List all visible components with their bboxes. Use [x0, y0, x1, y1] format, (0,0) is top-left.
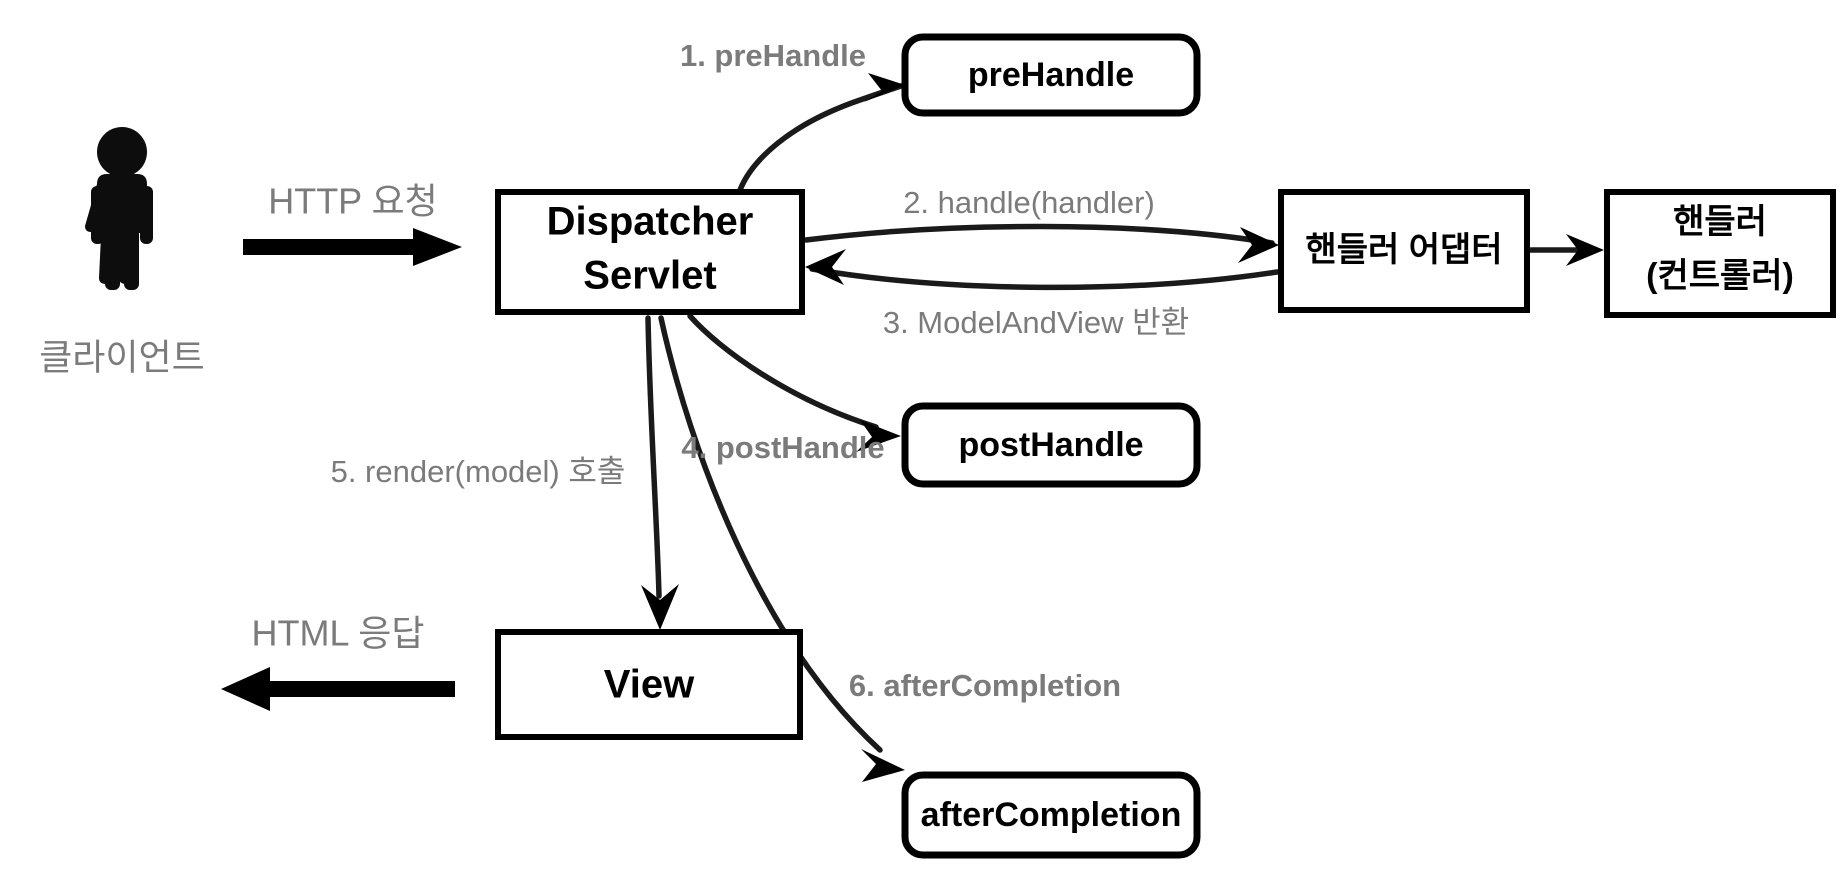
- step-label-handle: 2. handle(handler): [903, 185, 1155, 220]
- node-handler-controller-line2: (컨트롤러): [1646, 257, 1794, 295]
- node-view-label: View: [604, 663, 695, 707]
- http-request-arrow: [243, 228, 462, 266]
- node-dispatcher-servlet-line2: Servlet: [583, 254, 716, 298]
- node-post-handle[interactable]: postHandle: [901, 402, 1201, 488]
- node-view[interactable]: View: [495, 629, 803, 740]
- step-label-after-completion: 6. afterCompletion: [849, 668, 1121, 703]
- step-label-model-and-view: 3. ModelAndView 반환: [883, 305, 1189, 340]
- connector-adapter-to-controller: [1528, 234, 1604, 266]
- connector-model-and-view: [805, 249, 1280, 291]
- node-pre-handle[interactable]: preHandle: [901, 33, 1201, 117]
- connector-render: [641, 315, 679, 630]
- connector-pre-handle: [737, 73, 905, 193]
- step-label-post-handle: 4. postHandle: [681, 430, 884, 465]
- client-actor-label: 클라이언트: [39, 337, 205, 378]
- person-icon: [85, 127, 153, 290]
- node-dispatcher-servlet-line1: Dispatcher: [547, 200, 754, 244]
- node-handler-adapter[interactable]: 핸들러 어댑터: [1278, 189, 1530, 313]
- connector-post-handle: [687, 313, 901, 452]
- connector-handle: [803, 223, 1279, 263]
- node-after-completion-label: afterCompletion: [921, 796, 1182, 834]
- node-pre-handle-label: preHandle: [968, 56, 1134, 94]
- node-after-completion[interactable]: afterCompletion: [901, 771, 1201, 859]
- node-handler-controller[interactable]: 핸들러 (컨트롤러): [1604, 189, 1836, 318]
- step-label-render: 5. render(model) 호출: [331, 454, 626, 489]
- node-handler-adapter-label: 핸들러 어댑터: [1305, 231, 1502, 269]
- html-response-label: HTML 응답: [252, 613, 425, 654]
- node-handler-controller-line1: 핸들러: [1673, 203, 1767, 241]
- step-label-pre-handle: 1. preHandle: [680, 38, 866, 73]
- html-response-arrow: [221, 667, 455, 711]
- connector-after-completion: [658, 315, 905, 782]
- http-request-label: HTTP 요청: [268, 181, 438, 222]
- node-post-handle-label: postHandle: [958, 426, 1143, 464]
- node-dispatcher-servlet[interactable]: Dispatcher Servlet: [495, 189, 805, 315]
